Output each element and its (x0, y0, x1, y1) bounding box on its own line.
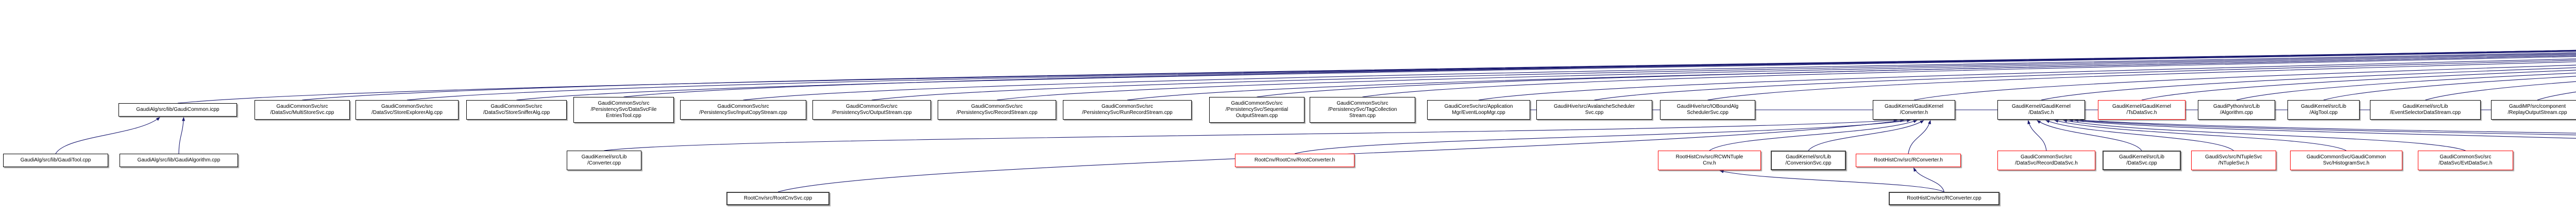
graph-node-pyalgorithm[interactable]: GaudiPython/src/Lib /Algorithm.cpp (2198, 100, 2275, 120)
edge-gaudialgo-to-icpp (178, 117, 185, 154)
graph-node-storeexplorer[interactable]: GaudiCommonSvc/src /DataSvc/StoreExplore… (355, 100, 459, 120)
graph-node-tsdatasvc[interactable]: GaudiKernel/GaudiKernel /TsDataSvc.h (2098, 100, 2185, 120)
edge-histogramsvc_h-to-datasvc_h (2054, 119, 2347, 151)
edge-evtseldatastream-to-root (2425, 81, 2576, 101)
edge-gauditool-to-icpp (55, 117, 160, 154)
edge-rconverter_cpp-to-rconverter_h (1913, 167, 1945, 192)
edge-group (55, 50, 2576, 192)
graph-node-runrecord[interactable]: GaudiCommonSvc/src /PersistencySvc/RunRe… (1063, 100, 1192, 120)
graph-node-inputcopy[interactable]: GaudiCommonSvc/src /PersistencySvc/Input… (680, 100, 806, 120)
graph-node-outputstream[interactable]: GaudiCommonSvc/src /PersistencySvc/Outpu… (812, 100, 931, 120)
edge-tagcollection-to-root (1362, 56, 2576, 97)
graph-node-ntuplesvc_h[interactable]: GaudiSvc/src/NTupleSvc /NTupleSvc.h (2191, 151, 2276, 170)
graph-node-tagcollection[interactable]: GaudiCommonSvc/src /PersistencySvc/TagCo… (1310, 97, 1415, 123)
graph-node-conv_cpp[interactable]: GaudiKernel/src/Lib /Converter.cpp (567, 151, 641, 170)
edge-replayoutput-to-root (2537, 91, 2576, 101)
edge-multistore-to-root (302, 50, 2576, 101)
graph-node-rconverter_cpp[interactable]: RootHistCnv/src/RConverter.cpp (1889, 192, 1999, 205)
edge-storeexplorer-to-root (406, 50, 2576, 101)
graph-node-icpp[interactable]: GaudiAlg/src/lib/GaudiCommon.icpp (118, 103, 237, 117)
edge-algtool-to-root (2323, 76, 2576, 101)
edge-hiveslim_cpp-to-datasvc_h (2074, 119, 2576, 136)
graph-node-multistore[interactable]: GaudiCommonSvc/src /DataSvc/MultiStoreSv… (255, 100, 350, 120)
edge-tsdatasvc-to-root (2141, 70, 2576, 101)
edge-datasvc_cpp-to-datasvc_h (2037, 120, 2142, 151)
edge-ntuplesvc_h-to-datasvc_h (2045, 120, 2234, 151)
edge-pyalgorithm-to-root (2236, 72, 2576, 101)
edge-rconverter_cpp-to-rcwn_h (1719, 170, 1944, 192)
edge-evtdatasvc_h-to-datasvc_h (2063, 119, 2466, 151)
edge-rcwn_h-to-conv_h (1709, 120, 1918, 151)
graph-node-rootcnvsvc[interactable]: RootCnv/src/RootCnvSvc.cpp (726, 192, 829, 205)
graph-node-storesniffer[interactable]: GaudiCommonSvc/src /DataSvc/StoreSniffer… (466, 100, 567, 120)
graph-node-recordstream[interactable]: GaudiCommonSvc/src /PersistencySvc/Recor… (938, 100, 1056, 120)
edge-evtloopmgr-to-root (1478, 58, 2576, 101)
edge-hlt-to-datasvc_h (2069, 119, 2576, 139)
graph-node-histogramsvc_h[interactable]: GaudiCommonSvc/GaudiCommon Svc/Histogram… (2290, 151, 2402, 170)
graph-node-datasvc_h[interactable]: GaudiKernel/GaudiKernel /DataSvc.h (1997, 100, 2085, 120)
graph-node-avalanche[interactable]: GaudiHive/src/AvalancheScheduler Svc.cpp (1536, 100, 1652, 120)
graph-node-gaudialgo[interactable]: GaudiAlg/src/lib/GaudiAlgorithm.cpp (120, 154, 238, 167)
graph-node-evtseldatastream[interactable]: GaudiKernel/src/Lib /EventSelectorDataSt… (2370, 100, 2481, 120)
graph-node-evtloopmgr[interactable]: GaudiCoreSvc/src/Application Mgr/EventLo… (1427, 100, 1530, 120)
edge-avalanche-to-root (1594, 60, 2576, 101)
edge-seqoutput-to-root (1257, 55, 2576, 97)
graph-node-recorddatasvc[interactable]: GaudiCommonSvc/src /DataSvc/RecordDataSv… (1997, 151, 2095, 170)
edge-conv_h-to-root (1913, 64, 2576, 101)
graph-node-conversionsvc[interactable]: GaudiKernel/src/Lib /ConversionSvc.cpp (1771, 151, 1846, 170)
edge-icpp-to-root (177, 50, 2576, 104)
graph-node-dsfileentries[interactable]: GaudiCommonSvc/src /PersistencySvc/DataS… (573, 97, 674, 123)
graph-node-conv_h[interactable]: GaudiKernel/GaudiKernel /Converter.h (1873, 100, 1955, 120)
graph-node-rootconverter_h[interactable]: RootCnv/RootCnv/RootConverter.h (1235, 154, 1354, 167)
graph-node-iobound[interactable]: GaudiHive/src/IOBoundAlg SchedulerSvc.cp… (1660, 100, 1755, 120)
graph-node-rconverter_h[interactable]: RootHistCnv/src/RConverter.h (1856, 154, 1961, 167)
edge-conversionsvc-to-conv_h (1808, 120, 1924, 151)
edge-recordstream-to-root (996, 54, 2576, 101)
edge-inputcopy-to-root (743, 52, 2576, 101)
graph-node-evtdatasvc_h[interactable]: GaudiCommonSvc/src /DataSvc/EvtDataSvc.h (2418, 151, 2513, 170)
edge-datasvc_h-to-root (2041, 67, 2576, 101)
edge-conv_cpp-to-conv_h (604, 119, 1898, 151)
edge-rconverter_h-to-conv_h (1908, 120, 1931, 154)
graph-node-seqoutput[interactable]: GaudiCommonSvc/src /PersistencySvc/Seque… (1209, 97, 1304, 123)
edge-dsfileentries-to-root (623, 51, 2576, 97)
edge-whiteboard-to-datasvc_h (2079, 119, 2576, 134)
graph-node-algtool[interactable]: GaudiKernel/src/Lib /AlgTool.cpp (2287, 100, 2360, 120)
graph-node-replayoutput[interactable]: GaudiMP/src/component /ReplayOutputStrea… (2491, 100, 2576, 120)
graph-node-datasvc_cpp[interactable]: GaudiKernel/src/Lib /DataSvc.cpp (2103, 151, 2181, 170)
graph-node-gauditool[interactable]: GaudiAlg/src/lib/GaudiTool.cpp (3, 154, 108, 167)
edge-storesniffer-to-root (516, 51, 2576, 101)
edge-iobound-to-root (1707, 61, 2576, 101)
graph-node-rcwn_h[interactable]: RootHistCnv/src/RCWNTuple Cnv.h (1658, 151, 1761, 170)
edge-recorddatasvc-to-datasvc_h (2027, 120, 2047, 151)
edge-outputstream-to-root (871, 53, 2576, 101)
edge-rootconverter_h-to-conv_h (1294, 119, 1911, 154)
